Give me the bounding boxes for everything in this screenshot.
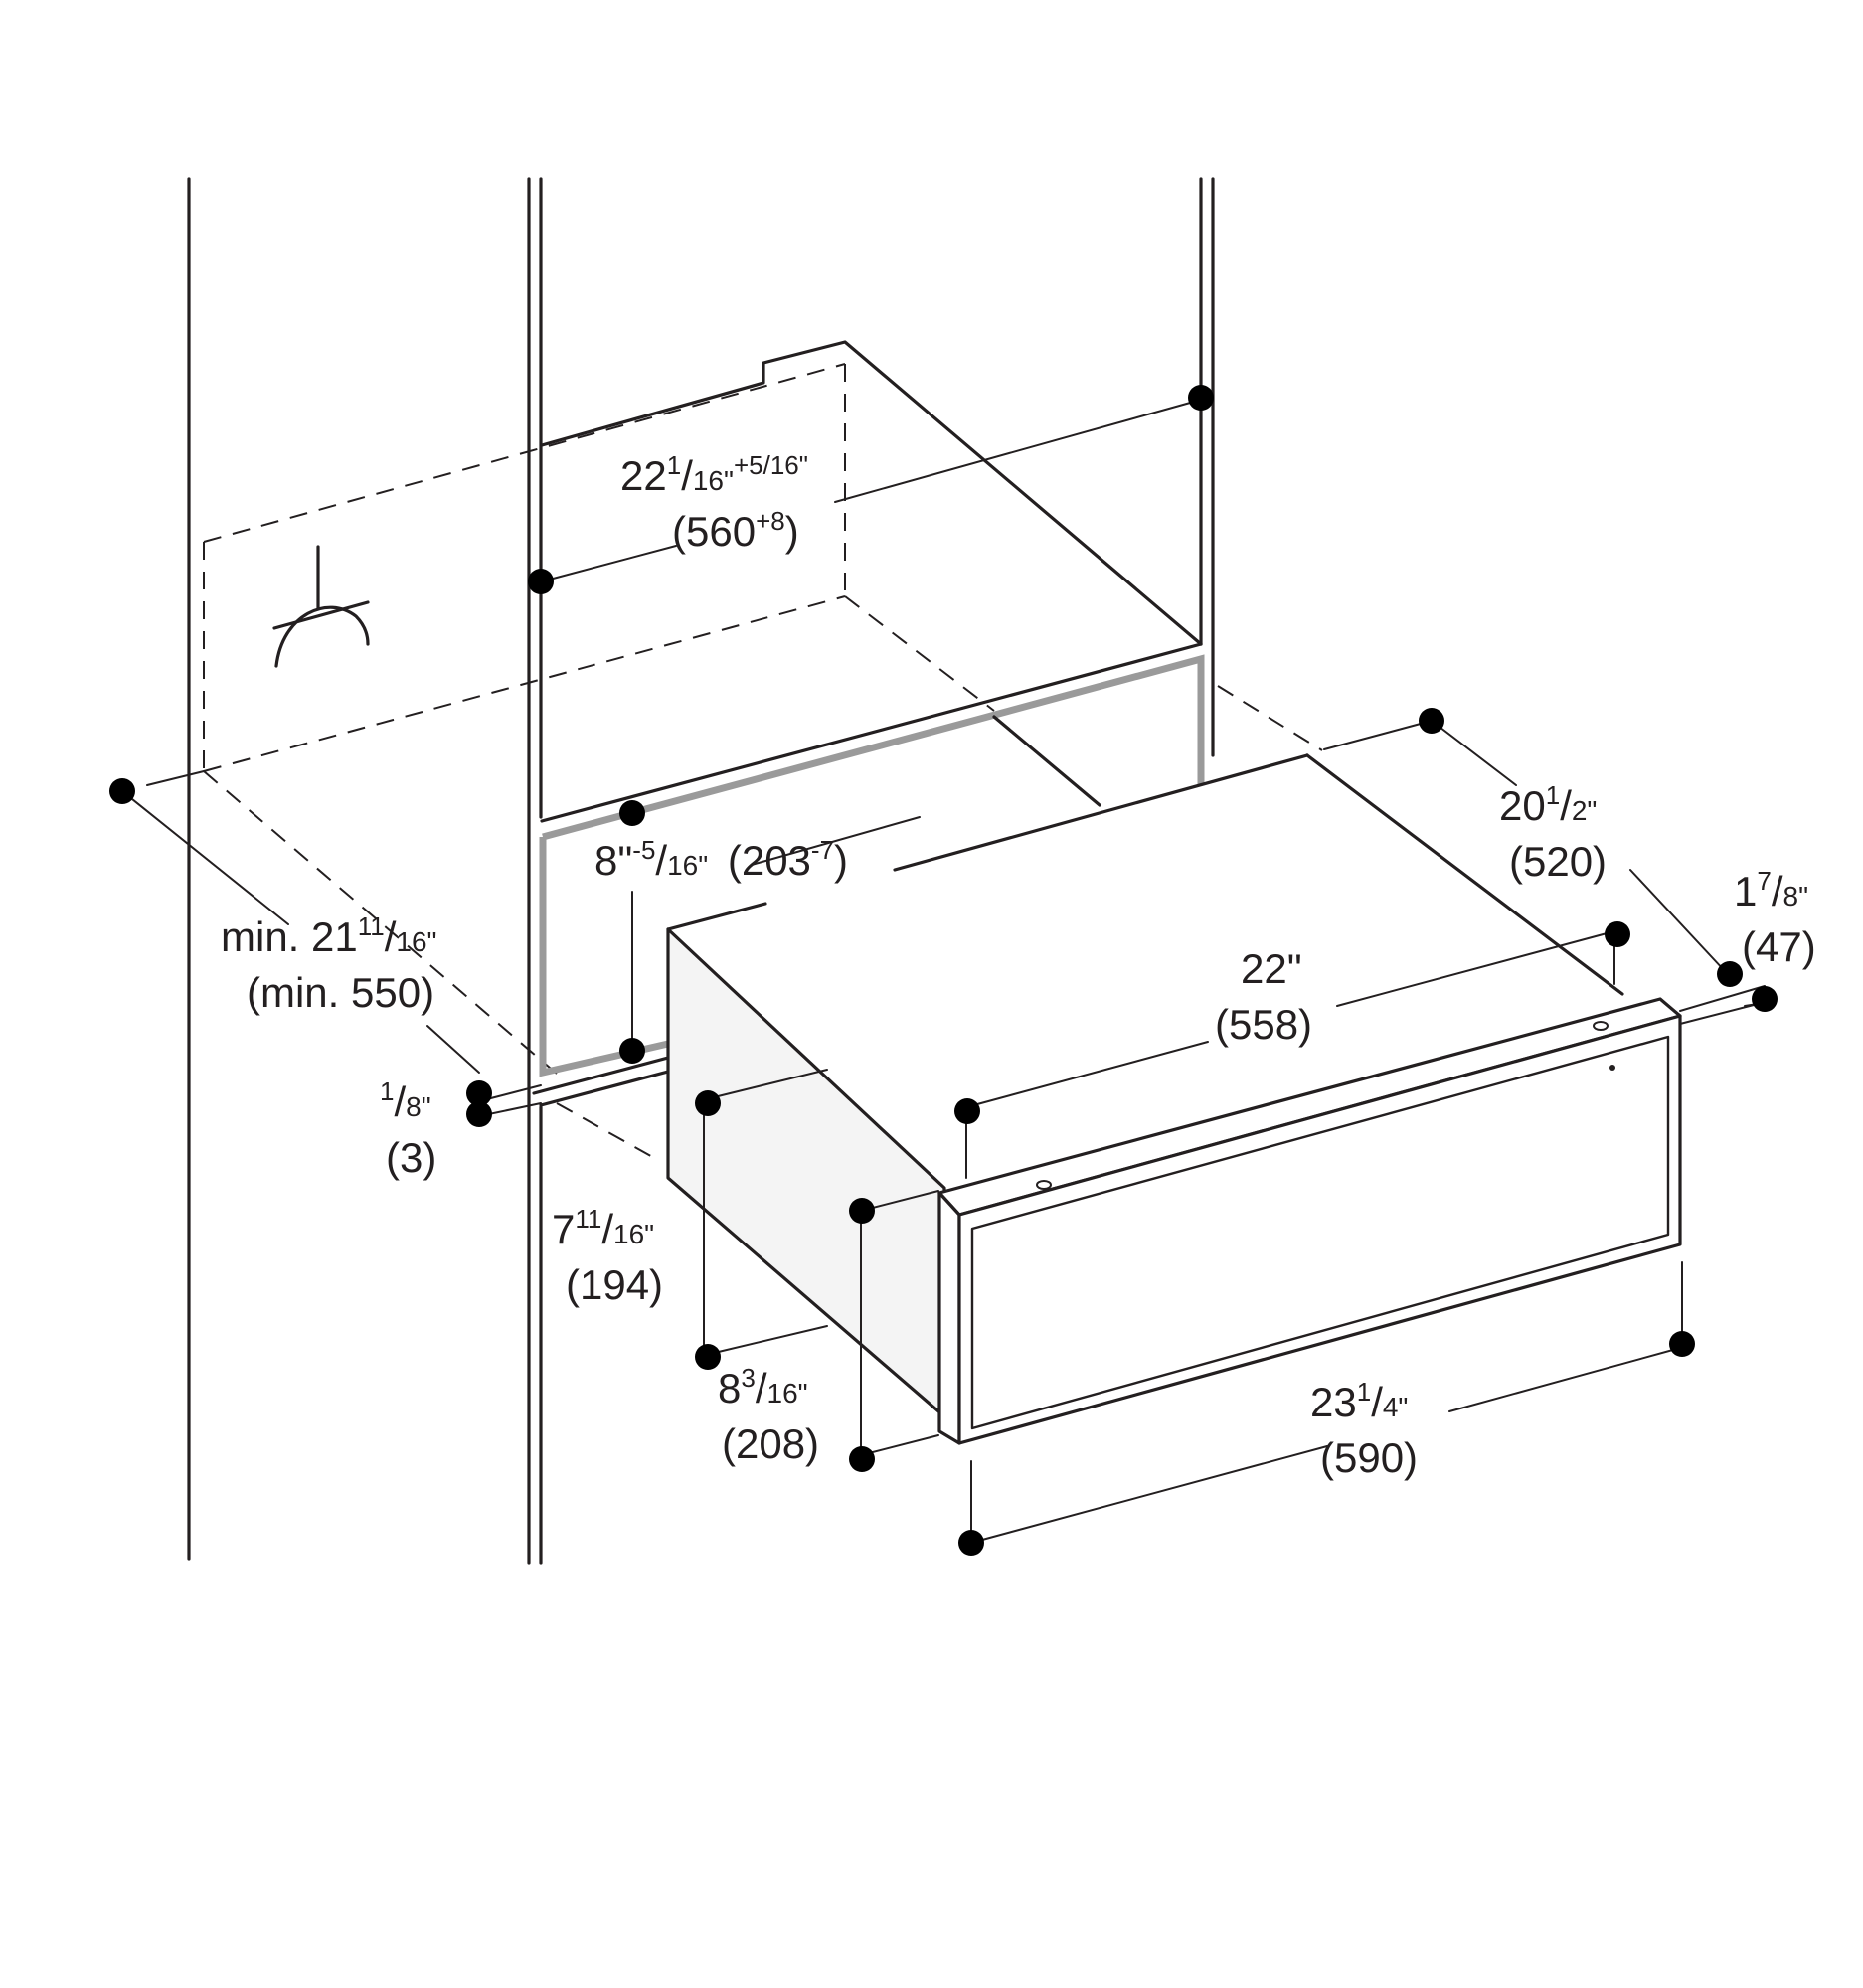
dot <box>695 1344 721 1370</box>
dim-opening-width: 221/16"+5/16" (560+8) <box>620 450 808 555</box>
dot <box>466 1101 492 1127</box>
dot <box>1717 961 1743 987</box>
dot <box>619 800 645 826</box>
cabinet-walls <box>187 177 1215 1565</box>
niche-box <box>540 340 1203 823</box>
dot <box>695 1090 721 1116</box>
dim-cabinet-depth: min. 2111/16" (min. 550) <box>221 911 437 1016</box>
dot <box>466 1080 492 1106</box>
dot <box>1752 986 1778 1012</box>
dim-body-width: 22" (558) <box>1215 945 1313 1048</box>
dot <box>1188 385 1214 411</box>
dot <box>849 1198 875 1224</box>
dot <box>849 1446 875 1472</box>
hidden-lines <box>203 363 1323 1160</box>
drawer-body <box>666 753 1624 1418</box>
dim-body-depth: 201/2" (520) <box>1499 780 1608 885</box>
dim-opening-height: 8"-5/16" (203-7) <box>594 835 849 884</box>
dot <box>1669 1331 1695 1357</box>
dimension-lines <box>121 399 1766 1544</box>
dim-gap: 1/8" (3) <box>380 1077 437 1181</box>
dim-front-height: 83/16" (208) <box>718 1363 820 1467</box>
dimension-dots <box>109 385 1778 1556</box>
outlet-icon <box>272 545 370 668</box>
dot <box>954 1098 980 1124</box>
base-lines <box>532 715 1101 1107</box>
dot <box>1419 708 1444 734</box>
dim-front-thickness: 17/8" (47) <box>1734 866 1816 970</box>
drawer-front <box>937 997 1682 1445</box>
dot <box>619 1038 645 1064</box>
dim-front-width: 231/4" (590) <box>1310 1377 1419 1481</box>
dot <box>1605 921 1630 947</box>
dot <box>528 569 554 594</box>
dot <box>958 1530 984 1556</box>
dot <box>109 778 135 804</box>
dim-body-height: 711/16" (194) <box>552 1204 664 1308</box>
